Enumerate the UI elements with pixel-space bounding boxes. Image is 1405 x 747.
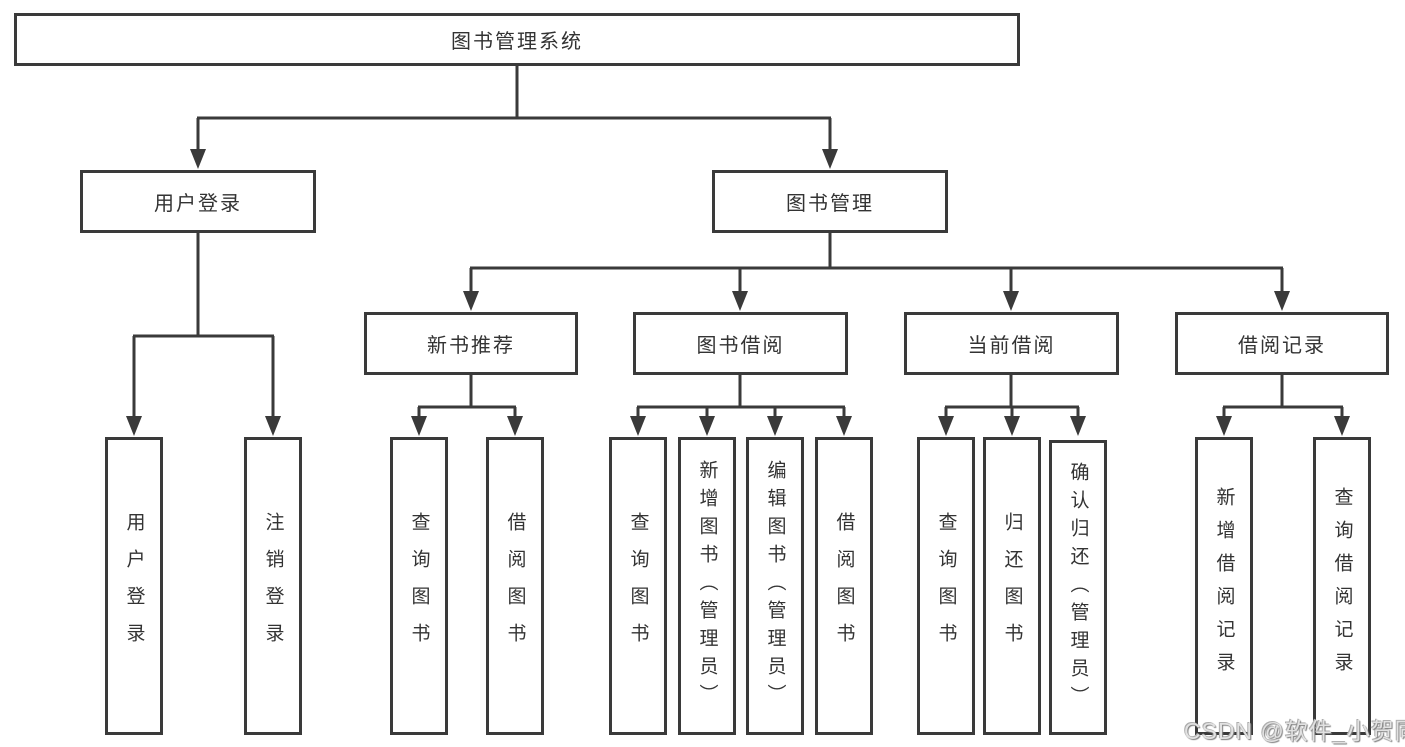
arrowhead-down <box>630 416 646 436</box>
leaf-nb-borrow-book-label: 借阅图书 <box>504 512 526 660</box>
arrowhead-down <box>699 416 715 436</box>
leaf-nb-borrow-book: 借阅图书 <box>486 437 544 735</box>
arrowhead-down <box>938 416 954 436</box>
leaf-cb-query-book: 查询图书 <box>917 437 975 735</box>
leaf-nb-query-book-label: 查询图书 <box>408 512 430 660</box>
node-new-book-recommend: 新书推荐 <box>364 312 578 375</box>
leaf-bb-edit-book: 编辑图书（管理员） <box>746 437 804 735</box>
arrowhead-down <box>1274 291 1290 311</box>
node-current-borrow: 当前借阅 <box>904 312 1119 375</box>
arrowhead-down <box>767 416 783 436</box>
leaf-cb-confirm-return: 确认归还（管理员） <box>1049 440 1107 735</box>
leaf-bb-query-book: 查询图书 <box>609 437 667 735</box>
node-root-label: 图书管理系统 <box>451 31 583 53</box>
leaf-bb-borrow-book: 借阅图书 <box>815 437 873 735</box>
leaf-user-login: 用户登录 <box>105 437 163 735</box>
leaf-br-query-record-label: 查询借阅记录 <box>1331 487 1353 685</box>
leaf-bb-add-book-label: 新增图书（管理员） <box>696 460 718 712</box>
arrowhead-down <box>190 149 206 169</box>
leaf-br-add-record: 新增借阅记录 <box>1195 437 1253 735</box>
arrowheads <box>126 149 1350 436</box>
leaf-bb-borrow-book-label: 借阅图书 <box>833 512 855 660</box>
node-book-borrow-label: 图书借阅 <box>696 335 785 357</box>
node-new-book-recommend-label: 新书推荐 <box>427 335 515 357</box>
node-book-management-label: 图书管理 <box>786 193 874 215</box>
node-root: 图书管理系统 <box>14 13 1020 66</box>
arrowhead-down <box>1070 416 1086 436</box>
leaf-cb-return-book-label: 归还图书 <box>1001 512 1023 660</box>
arrowhead-down <box>126 416 142 436</box>
arrowhead-down <box>1216 416 1232 436</box>
leaf-user-login-label: 用户登录 <box>123 512 145 660</box>
arrowhead-down <box>507 416 523 436</box>
arrowhead-down <box>732 291 748 311</box>
leaf-cb-return-book: 归还图书 <box>983 437 1041 735</box>
arrowhead-down <box>1003 291 1019 311</box>
connector-path <box>132 66 1344 418</box>
arrowhead-down <box>836 416 852 436</box>
leaf-bb-edit-book-label: 编辑图书（管理员） <box>764 460 786 712</box>
arrowhead-down <box>463 291 479 311</box>
arrowhead-down <box>1004 416 1020 436</box>
leaf-bb-query-book-label: 查询图书 <box>627 512 649 660</box>
arrowhead-down <box>411 416 427 436</box>
leaf-br-query-record: 查询借阅记录 <box>1313 437 1371 735</box>
node-current-borrow-label: 当前借阅 <box>967 335 1056 357</box>
leaf-logout-login: 注销登录 <box>244 437 302 735</box>
node-user-login-group-label: 用户登录 <box>154 193 242 215</box>
leaf-cb-confirm-return-label: 确认归还（管理员） <box>1067 461 1089 714</box>
leaf-br-add-record-label: 新增借阅记录 <box>1213 487 1235 685</box>
arrowhead-down <box>1334 416 1350 436</box>
arrowhead-down <box>822 149 838 169</box>
node-borrow-record: 借阅记录 <box>1175 312 1389 375</box>
node-user-login-group: 用户登录 <box>80 170 316 233</box>
leaf-nb-query-book: 查询图书 <box>390 437 448 735</box>
leaf-cb-query-book-label: 查询图书 <box>935 512 957 660</box>
node-book-borrow: 图书借阅 <box>633 312 848 375</box>
arrowhead-down <box>265 416 281 436</box>
node-borrow-record-label: 借阅记录 <box>1238 335 1326 357</box>
node-book-management: 图书管理 <box>712 170 948 233</box>
leaf-bb-add-book: 新增图书（管理员） <box>678 437 736 735</box>
leaf-logout-login-label: 注销登录 <box>262 512 284 660</box>
